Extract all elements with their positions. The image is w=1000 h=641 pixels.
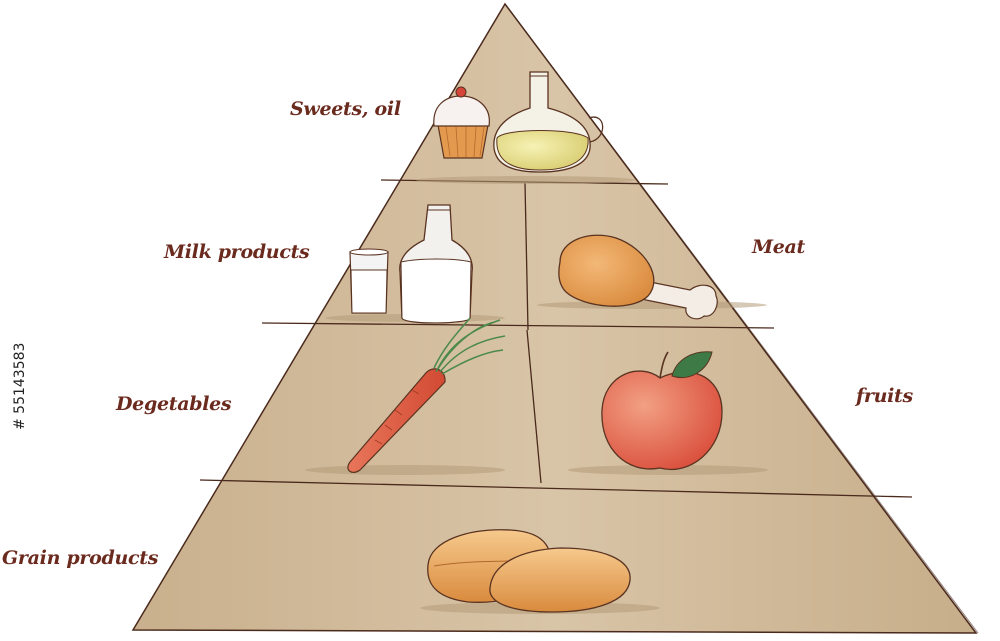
stock-id-value: # 55143583: [12, 342, 28, 430]
label-milk-products: Milk products: [164, 241, 310, 263]
pyramid: [131, 2, 979, 634]
oil-jug-icon: [493, 71, 604, 173]
milk-bottle-icon: [399, 204, 473, 324]
carrot-icon: [347, 317, 506, 474]
cupcake-icon: [433, 86, 490, 159]
grain-icon: [427, 529, 631, 613]
label-fruits: fruits: [856, 385, 913, 407]
label-grain-products: Grain products: [2, 547, 159, 569]
drumstick-icon: [558, 234, 718, 320]
label-vegetables: Degetables: [116, 393, 232, 415]
milk-glass-icon: [349, 248, 389, 314]
label-sweets-oil: Sweets, oil: [290, 98, 401, 120]
apple-icon: [601, 351, 723, 471]
label-meat: Meat: [752, 236, 806, 258]
